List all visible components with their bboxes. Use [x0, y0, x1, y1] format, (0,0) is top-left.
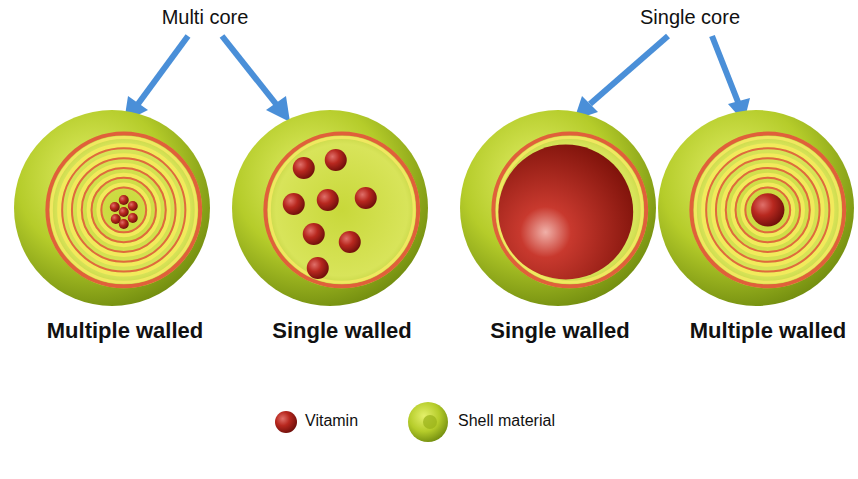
pointer-arrows — [124, 36, 750, 122]
microcapsule — [14, 110, 210, 306]
group-heading: Multi core — [162, 6, 249, 29]
microcapsule — [658, 110, 854, 306]
capsule-label: Multiple walled — [47, 318, 203, 344]
capsule-label: Multiple walled — [690, 318, 846, 344]
vitamin-sample — [275, 411, 297, 433]
legend-text: Vitamin — [305, 412, 358, 430]
legend-text: Shell material — [458, 412, 555, 430]
capsule-label: Single walled — [490, 318, 629, 344]
microcapsule — [232, 110, 428, 306]
legend-samples — [275, 402, 448, 442]
microcapsule — [460, 110, 656, 306]
group-heading: Single core — [640, 6, 740, 29]
capsule-label: Single walled — [272, 318, 411, 344]
shell-sample — [408, 402, 448, 442]
